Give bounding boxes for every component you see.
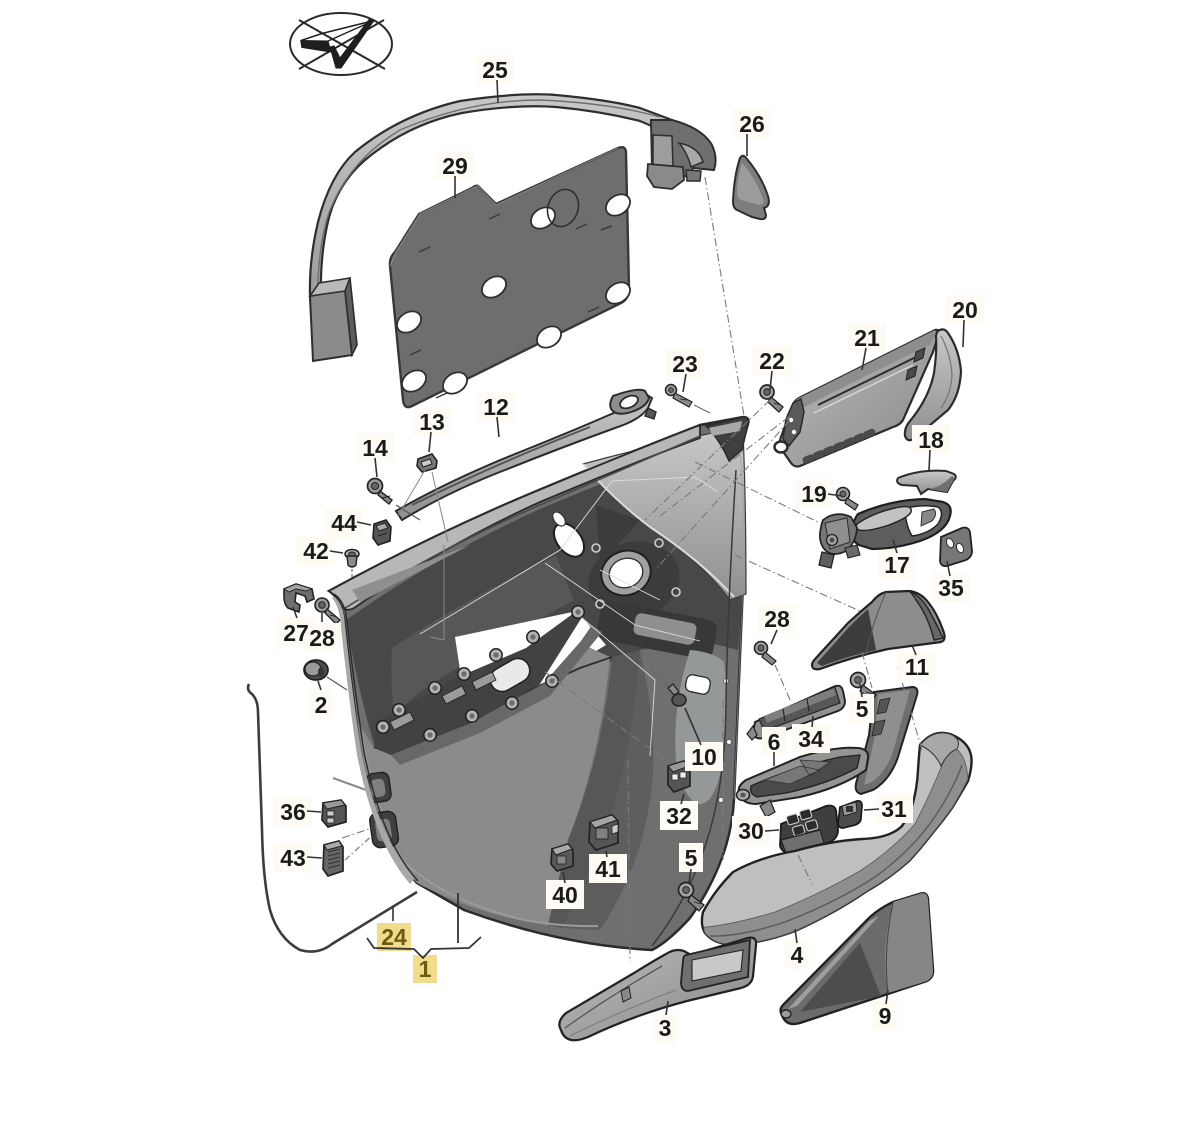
svg-text:34: 34 [798,726,824,752]
svg-text:36: 36 [280,799,306,825]
svg-text:28: 28 [309,625,335,651]
svg-text:30: 30 [738,818,764,844]
svg-text:40: 40 [552,882,578,908]
svg-text:20: 20 [952,297,978,323]
svg-text:12: 12 [483,394,509,420]
svg-text:31: 31 [881,796,907,822]
svg-text:25: 25 [482,57,508,83]
svg-text:9: 9 [879,1003,892,1029]
svg-text:5: 5 [856,696,869,722]
svg-text:24: 24 [381,924,407,950]
svg-text:1: 1 [419,956,432,982]
svg-text:26: 26 [739,111,765,137]
svg-text:17: 17 [884,552,910,578]
svg-text:32: 32 [666,803,692,829]
svg-text:3: 3 [659,1015,672,1041]
svg-text:43: 43 [280,845,306,871]
svg-text:11: 11 [905,654,930,680]
svg-text:14: 14 [362,435,388,461]
svg-text:41: 41 [595,856,621,882]
svg-text:27: 27 [283,620,309,646]
svg-text:42: 42 [303,538,329,564]
svg-text:2: 2 [315,692,328,718]
svg-text:5: 5 [685,845,698,871]
svg-text:35: 35 [938,575,964,601]
svg-text:10: 10 [691,744,717,770]
svg-text:23: 23 [672,351,698,377]
svg-text:22: 22 [759,348,785,374]
svg-text:21: 21 [854,325,880,351]
svg-text:6: 6 [768,729,781,755]
svg-text:19: 19 [801,481,827,507]
svg-text:18: 18 [918,427,944,453]
svg-text:29: 29 [442,153,468,179]
svg-text:44: 44 [331,510,357,536]
svg-text:13: 13 [419,409,445,435]
svg-text:4: 4 [791,942,804,968]
svg-text:28: 28 [764,606,790,632]
